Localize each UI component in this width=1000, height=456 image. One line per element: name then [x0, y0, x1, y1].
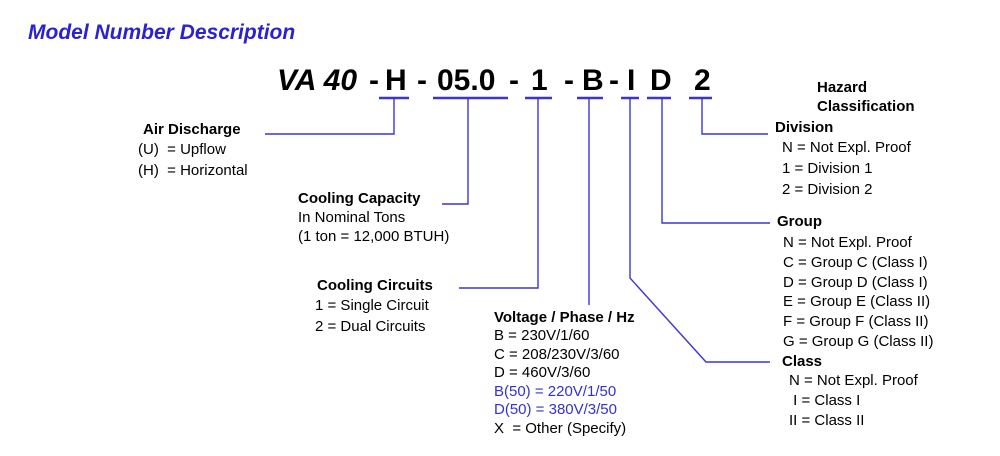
definition-item: B(50) = 220V/1/50: [494, 382, 617, 400]
definition-item: N = Not Expl. Proof: [789, 372, 918, 389]
model-dash: -: [417, 64, 427, 97]
definition-item: D = Group D (Class I): [783, 273, 928, 291]
model-prefix: VA 40: [277, 64, 358, 97]
definition-item: In Nominal Tons: [298, 209, 406, 226]
model-dash: -: [509, 64, 519, 97]
definition-item: (U) = Upflow: [138, 141, 226, 158]
definition-item: E = Group E (Class II): [783, 293, 931, 311]
model-segment-division: 2: [694, 64, 711, 97]
definition-item: X = Other (Specify): [494, 419, 627, 437]
callout-title: Division: [775, 119, 834, 136]
connector-air-discharge: [265, 98, 395, 135]
definition-item: 1 = Single Circuit: [315, 297, 429, 314]
callout-title: Hazard: [817, 79, 868, 96]
model-dash: -: [564, 64, 574, 97]
callout-title: Cooling Circuits: [317, 277, 433, 294]
callout-title: Class: [782, 353, 823, 370]
page-title: Model Number Description: [28, 21, 296, 44]
model-segment-voltage: B: [582, 64, 604, 97]
model-segment-cooling-capacity: 05.0: [437, 64, 496, 97]
definition-item: C = Group C (Class I): [783, 253, 928, 271]
definition-item: 2 = Dual Circuits: [315, 318, 426, 335]
definition-item: N = Not Expl. Proof: [782, 139, 911, 156]
model-segment-air-discharge: H: [385, 64, 407, 97]
definition-item: D = 460V/3/60: [494, 364, 591, 382]
definition-item: (1 ton = 12,000 BTUH): [298, 228, 450, 245]
connector-division: [701, 98, 768, 135]
definition-item: 1 = Division 1: [782, 160, 873, 177]
callout-title: Voltage / Phase / Hz: [494, 309, 635, 326]
definition-item: 2 = Division 2: [782, 181, 873, 198]
definition-item: I = Class I: [789, 392, 861, 409]
definition-item: G = Group G (Class II): [783, 332, 934, 350]
connector-cooling-capacity: [442, 98, 469, 205]
definition-item: N = Not Expl. Proof: [783, 234, 912, 251]
definition-item: D(50) = 380V/3/50: [494, 401, 617, 419]
callout-title: Air Discharge: [143, 121, 241, 138]
definition-item: F = Group F (Class II): [783, 313, 929, 331]
callout-title: Group: [777, 213, 822, 230]
connector-group: [661, 98, 770, 224]
model-segment-group: D: [650, 64, 672, 97]
model-dash: -: [609, 64, 619, 97]
definition-item: C = 208/230V/3/60: [494, 345, 620, 363]
connector-cooling-circuits: [459, 98, 539, 289]
model-dash: -: [369, 64, 379, 97]
connector-class: [629, 98, 770, 363]
definition-item: (H) = Horizontal: [138, 162, 248, 179]
callout-title: Cooling Capacity: [298, 190, 421, 207]
model-segment-cooling-circuits: 1: [531, 64, 548, 97]
definition-item: B = 230V/1/60: [494, 327, 590, 344]
callout-title: Classification: [817, 98, 915, 115]
model-segment-class: I: [627, 64, 636, 97]
definition-item: II = Class II: [789, 412, 865, 429]
